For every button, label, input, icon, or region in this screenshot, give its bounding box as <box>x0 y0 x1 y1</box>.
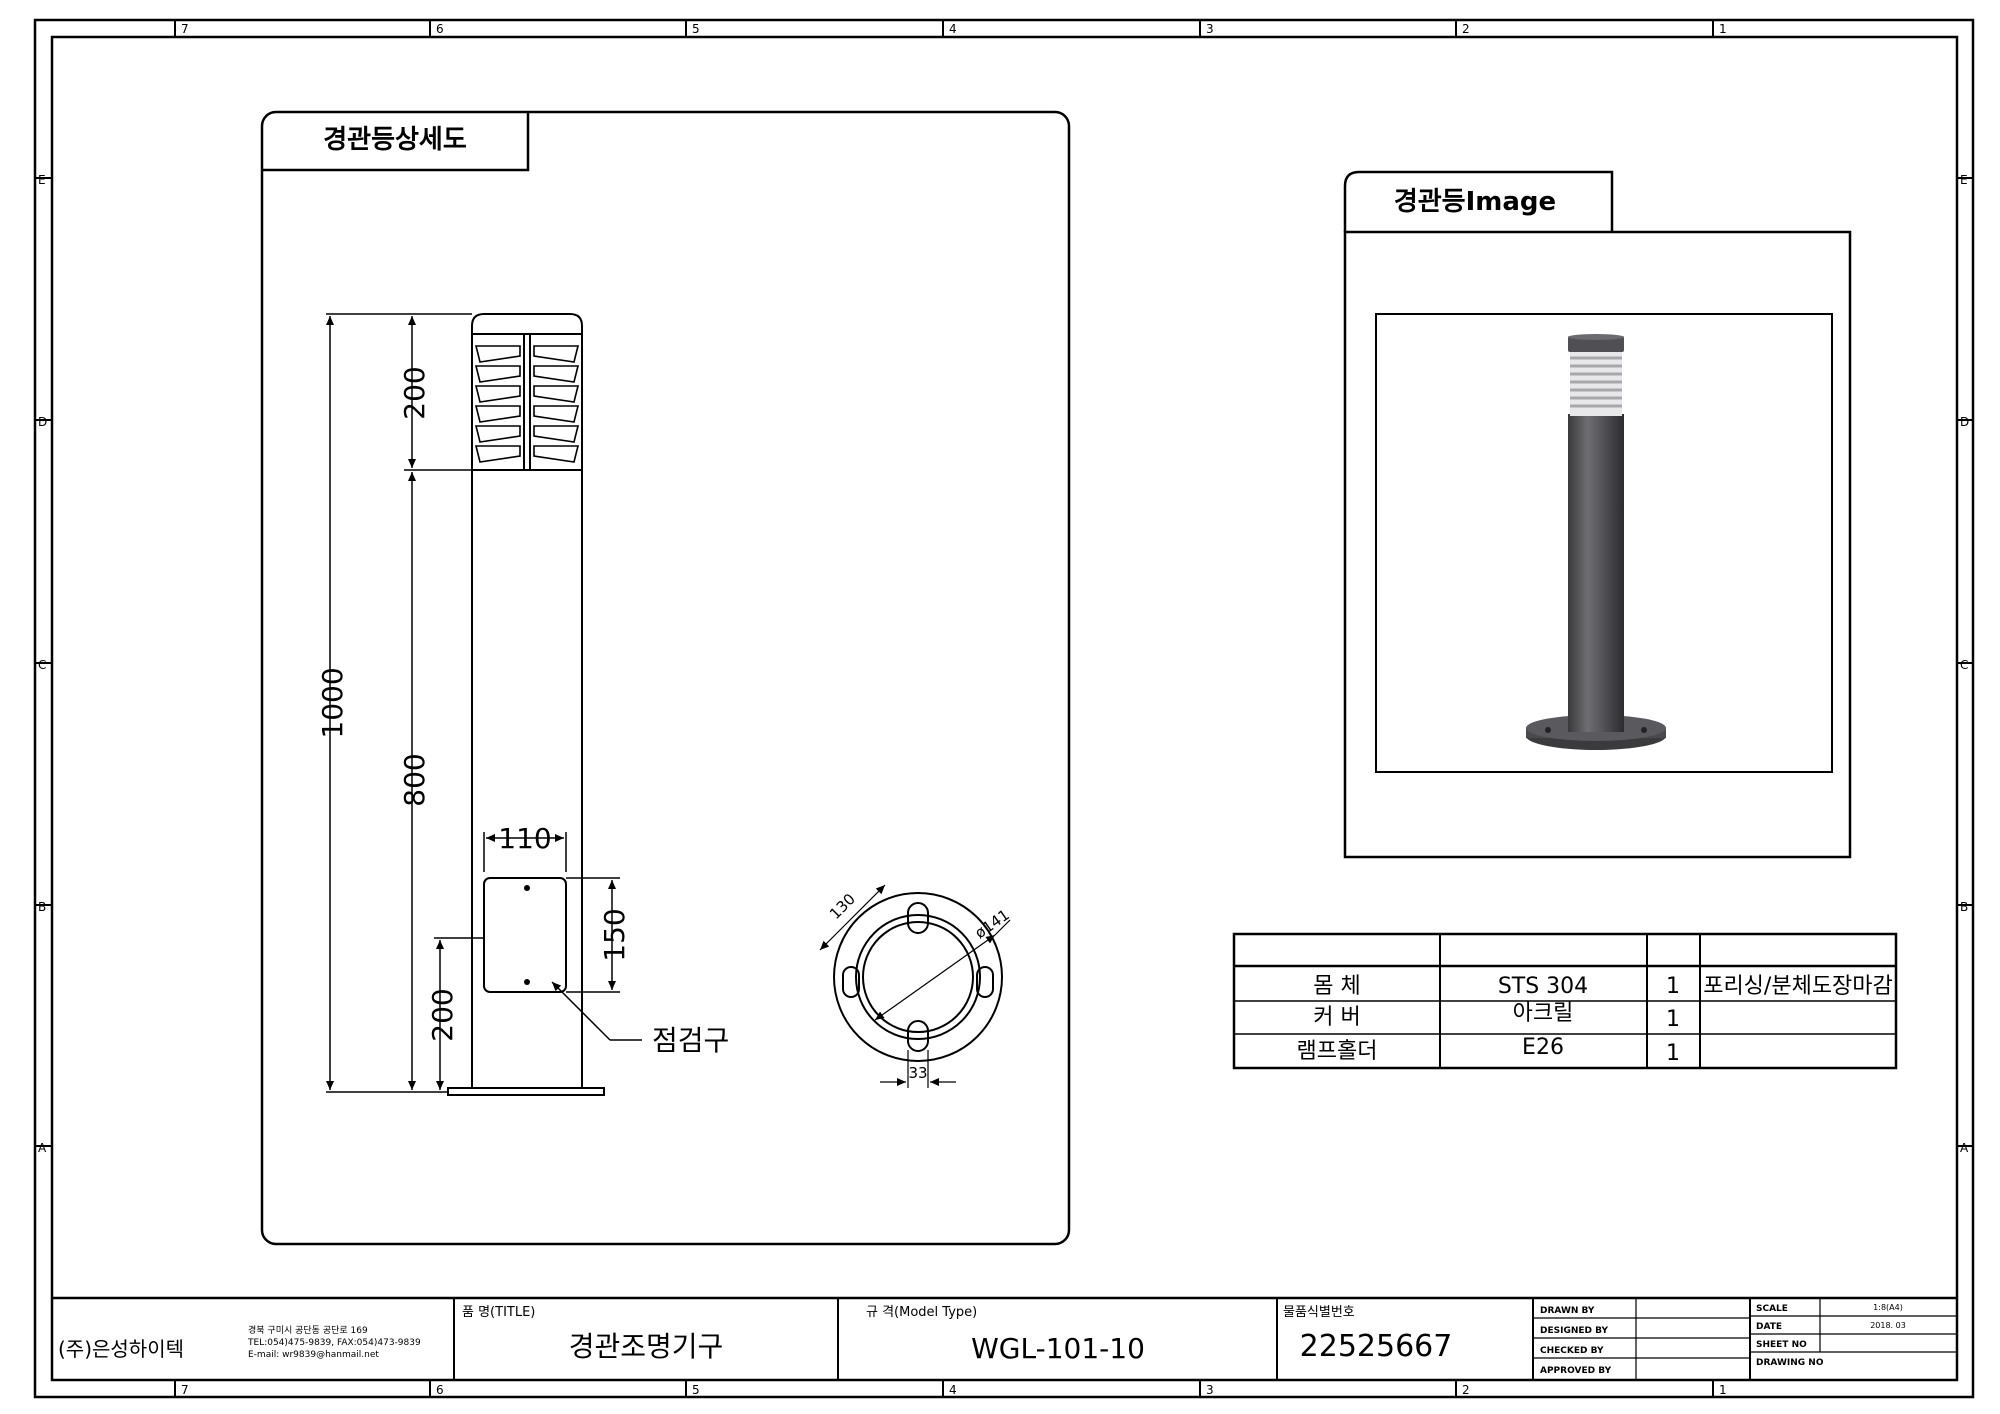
part-finish-body: 포리싱/분체도장마감 <box>1703 974 1893 999</box>
designed-by-label: DESIGNED BY <box>1540 1326 1608 1336</box>
part-name-cover: 커 버 <box>1313 1005 1360 1030</box>
checked-by-label: CHECKED BY <box>1540 1346 1604 1356</box>
louvers <box>474 345 580 463</box>
base-plate <box>447 1087 605 1096</box>
title-value: 경관조명기구 <box>569 1330 724 1363</box>
zone-bottom-5: 5 <box>692 1383 700 1397</box>
zone-right-e: E <box>1960 173 1968 187</box>
zone-ticks <box>35 20 1973 1397</box>
zone-right-d: D <box>1960 415 1969 429</box>
id-value: 22525667 <box>1300 1329 1453 1364</box>
title-block <box>52 1296 1957 1380</box>
image-title-tab <box>1343 170 1614 232</box>
mount-slot-bottom <box>907 1020 929 1052</box>
zone-top-5: 5 <box>692 22 700 36</box>
part-qty-lampholder: 1 <box>1666 1041 1680 1066</box>
scale-value: 1:8(A4) <box>1873 1303 1903 1312</box>
door-screw-bottom <box>524 979 530 985</box>
zone-right-c: C <box>1960 658 1968 672</box>
zone-left-a: A <box>38 1141 47 1155</box>
company-phone: TEL:054)475-9839, FAX:054)473-9839 <box>247 1338 421 1348</box>
image-panel <box>1343 230 1852 859</box>
zone-bottom-6: 6 <box>436 1383 444 1397</box>
inner-border <box>50 35 1959 1382</box>
detail-panel-title: 경관등상세도 <box>323 125 467 155</box>
zone-left-b: B <box>38 900 46 914</box>
inspection-door-callout: 점검구 <box>652 1024 729 1057</box>
inspection-door <box>483 877 567 993</box>
zone-left-d: D <box>38 415 47 429</box>
dimension-lines <box>326 313 642 1093</box>
part-name-body: 몸 체 <box>1313 974 1360 999</box>
zone-right-b: B <box>1960 900 1968 914</box>
parts-table <box>1232 932 1898 1070</box>
zone-top-3: 3 <box>1206 22 1214 36</box>
dim-top-section: 200 <box>398 366 431 419</box>
dim-door-height: 150 <box>598 908 631 961</box>
product-photo <box>1526 334 1666 750</box>
id-label: 물품식별번호 <box>1283 1305 1355 1320</box>
date-label: DATE <box>1756 1322 1782 1332</box>
zone-bottom-2: 2 <box>1462 1383 1470 1397</box>
dim-total-height: 1000 <box>316 667 349 738</box>
base-dimension-lines <box>819 884 1011 1088</box>
model-value: WGL-101-10 <box>971 1332 1145 1365</box>
sheet-no-label: SHEET NO <box>1756 1340 1807 1350</box>
drawing-no-label: DRAWING NO <box>1756 1358 1824 1368</box>
base-slot-dim: 33 <box>908 1064 927 1082</box>
scale-label: SCALE <box>1756 1304 1788 1314</box>
title-label: 품 명(TITLE) <box>462 1305 535 1320</box>
zone-left-e: E <box>38 173 46 187</box>
door-screw-top <box>524 885 530 891</box>
zone-top-1: 1 <box>1719 22 1727 36</box>
part-material-body: STS 304 <box>1498 974 1588 999</box>
part-qty-cover: 1 <box>1666 1007 1680 1032</box>
mount-slot-top <box>907 902 929 934</box>
zone-top-4: 4 <box>949 22 957 36</box>
zone-top-2: 2 <box>1462 22 1470 36</box>
zone-bottom-3: 3 <box>1206 1383 1214 1397</box>
detail-panel <box>260 110 1071 1246</box>
base-pcd-dim: 130 <box>826 890 859 923</box>
outer-border <box>33 18 1975 1399</box>
pole-elevation <box>447 313 605 1096</box>
pole-outline <box>471 313 583 1088</box>
dim-door-width: 110 <box>498 822 551 855</box>
detail-title-tab <box>262 112 530 172</box>
zone-bottom-7: 7 <box>181 1383 189 1397</box>
image-panel-title: 경관등Image <box>1394 187 1556 217</box>
dim-door-elevation: 200 <box>426 988 459 1041</box>
zone-top-7: 7 <box>181 22 189 36</box>
approved-by-label: APPROVED BY <box>1540 1366 1612 1376</box>
part-name-lampholder: 램프홀더 <box>1297 1039 1378 1064</box>
base-plan-view <box>833 892 1003 1062</box>
drawn-by-label: DRAWN BY <box>1540 1306 1595 1316</box>
zone-right-a: A <box>1960 1141 1969 1155</box>
company-name: (주)은성하이텍 <box>58 1337 184 1361</box>
part-material-lampholder: E26 <box>1522 1035 1564 1060</box>
zone-bottom-4: 4 <box>949 1383 957 1397</box>
part-material-cover: 아크릴 <box>1513 1001 1574 1026</box>
date-value: 2018. 03 <box>1870 1321 1906 1330</box>
part-qty-body: 1 <box>1666 974 1680 999</box>
company-email: E-mail: wr9839@hanmail.net <box>248 1350 379 1360</box>
company-address: 경북 구미시 공단동 공단로 169 <box>248 1324 368 1336</box>
zone-bottom-1: 1 <box>1719 1383 1727 1397</box>
zone-top-6: 6 <box>436 22 444 36</box>
zone-left-c: C <box>38 658 46 672</box>
model-label: 규 격(Model Type) <box>866 1305 977 1320</box>
mount-slot-left <box>842 966 860 998</box>
dim-body-height: 800 <box>398 753 431 806</box>
